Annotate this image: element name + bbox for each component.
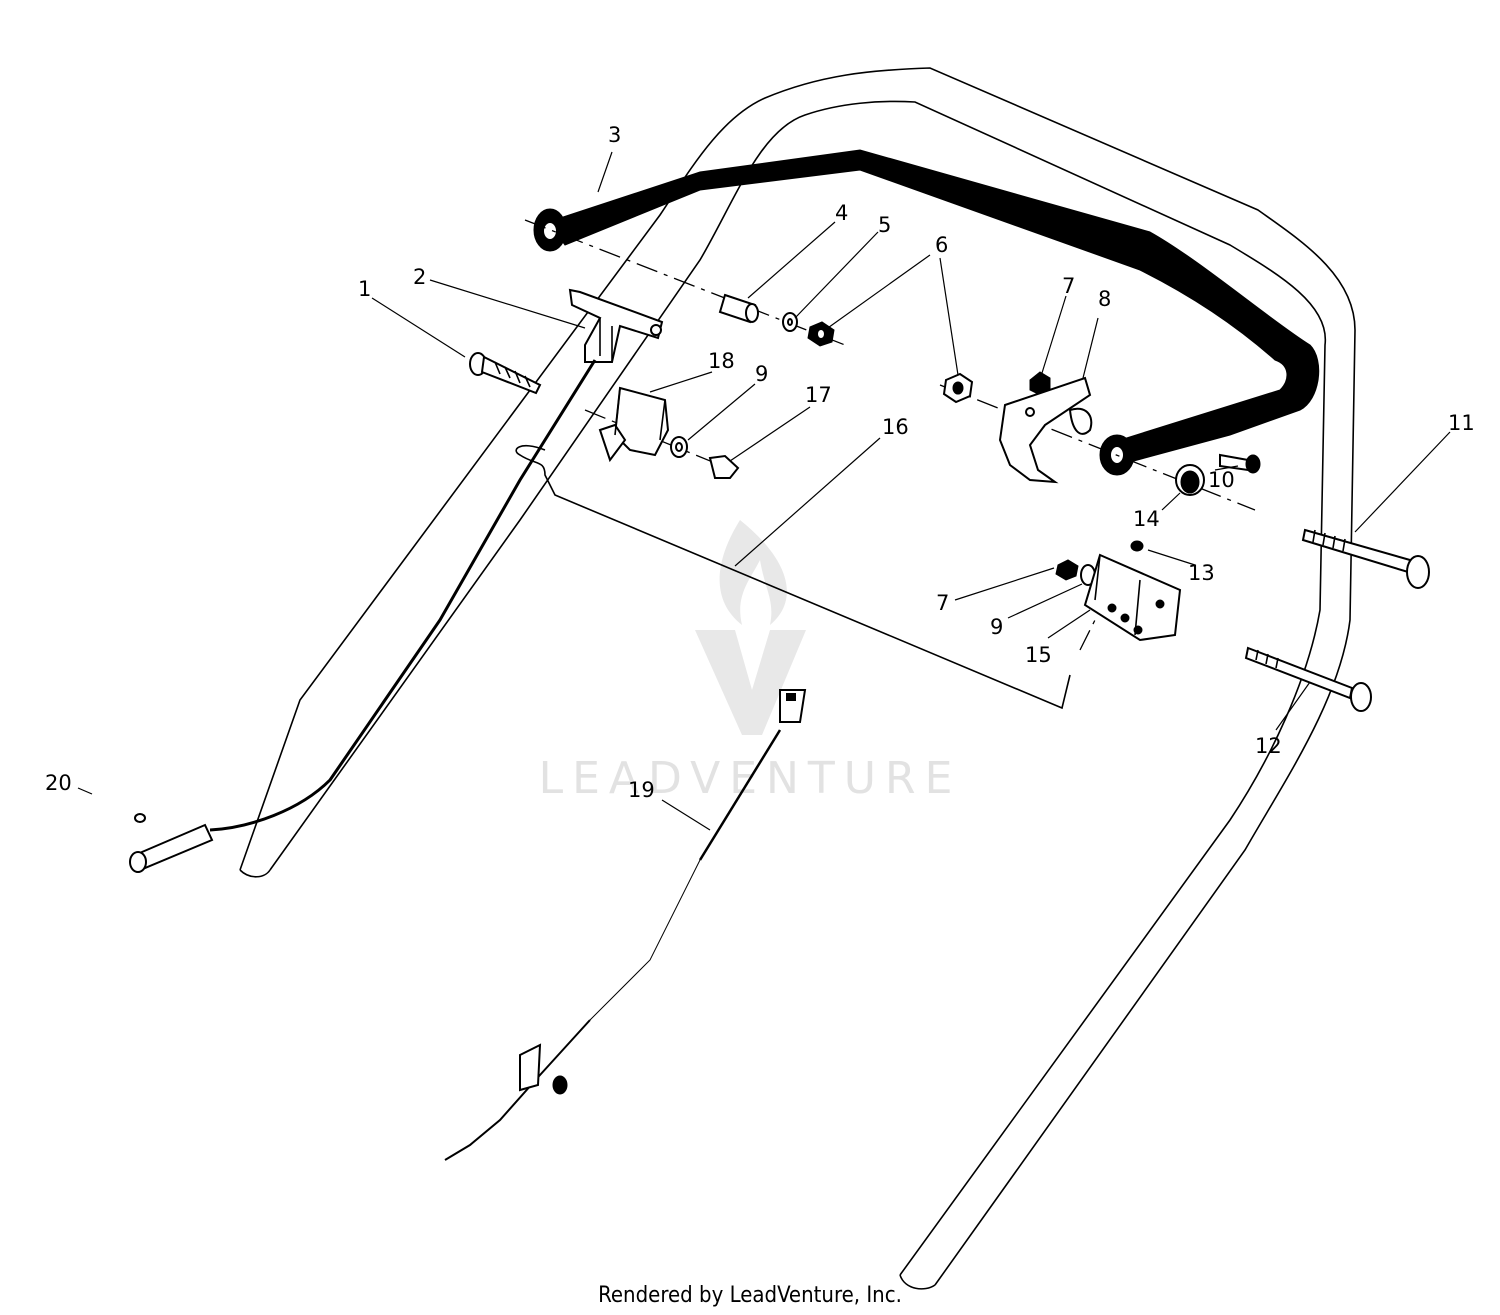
callout-9a: 9 bbox=[755, 362, 768, 386]
nut-6a bbox=[807, 321, 835, 347]
callout-5: 5 bbox=[878, 213, 891, 237]
callout-20: 20 bbox=[45, 771, 72, 795]
lever-plate-8 bbox=[998, 376, 1093, 484]
watermark: LEADVENTURE bbox=[539, 520, 962, 804]
screw-10 bbox=[1219, 453, 1261, 474]
callout-13: 13 bbox=[1188, 561, 1215, 585]
long-bolt-11 bbox=[1301, 528, 1430, 589]
cable-19 bbox=[444, 689, 807, 1161]
footer-credit: Rendered by LeadVenture, Inc. bbox=[598, 1283, 902, 1308]
bolt-1 bbox=[469, 352, 542, 395]
spacer-4 bbox=[718, 293, 759, 324]
watermark-logo bbox=[695, 520, 806, 735]
nut-6b bbox=[942, 372, 974, 404]
callout-17: 17 bbox=[805, 383, 832, 407]
control-rod-16 bbox=[515, 445, 1071, 710]
callout-4: 4 bbox=[835, 201, 848, 225]
callout-3: 3 bbox=[608, 123, 621, 147]
cap-nut-17 bbox=[708, 454, 740, 479]
callouts: 1 2 3 4 5 6 7 8 18 9 17 16 11 10 14 13 7… bbox=[45, 123, 1475, 802]
callout-8: 8 bbox=[1098, 287, 1111, 311]
washer-9a bbox=[670, 436, 688, 458]
callout-18: 18 bbox=[708, 349, 735, 373]
leader-lines bbox=[77, 151, 1451, 831]
lock-block-18 bbox=[598, 386, 670, 463]
callout-12: 12 bbox=[1255, 734, 1282, 758]
callout-19: 19 bbox=[628, 778, 655, 802]
callout-6: 6 bbox=[935, 233, 948, 257]
callout-7b: 7 bbox=[936, 591, 949, 615]
callout-1: 1 bbox=[358, 277, 371, 301]
washer-5 bbox=[782, 312, 798, 332]
watermark-text: LEADVENTURE bbox=[539, 753, 962, 804]
control-cable bbox=[129, 359, 597, 873]
callout-10: 10 bbox=[1208, 468, 1235, 492]
callout-15: 15 bbox=[1025, 643, 1052, 667]
callout-14: 14 bbox=[1133, 507, 1160, 531]
handle-tube bbox=[239, 67, 1356, 1290]
callout-16: 16 bbox=[882, 415, 909, 439]
long-bolt-12 bbox=[1244, 646, 1372, 712]
callout-2: 2 bbox=[413, 265, 426, 289]
bushing-14 bbox=[1175, 464, 1205, 496]
cable-bracket bbox=[568, 288, 664, 363]
nut-7b bbox=[1055, 559, 1079, 581]
lock-block-15 bbox=[1083, 553, 1182, 642]
screw-13 bbox=[1130, 540, 1144, 552]
nut-20 bbox=[134, 813, 146, 823]
callout-9b: 9 bbox=[990, 615, 1003, 639]
callout-7a: 7 bbox=[1062, 274, 1075, 298]
callout-11: 11 bbox=[1448, 411, 1475, 435]
